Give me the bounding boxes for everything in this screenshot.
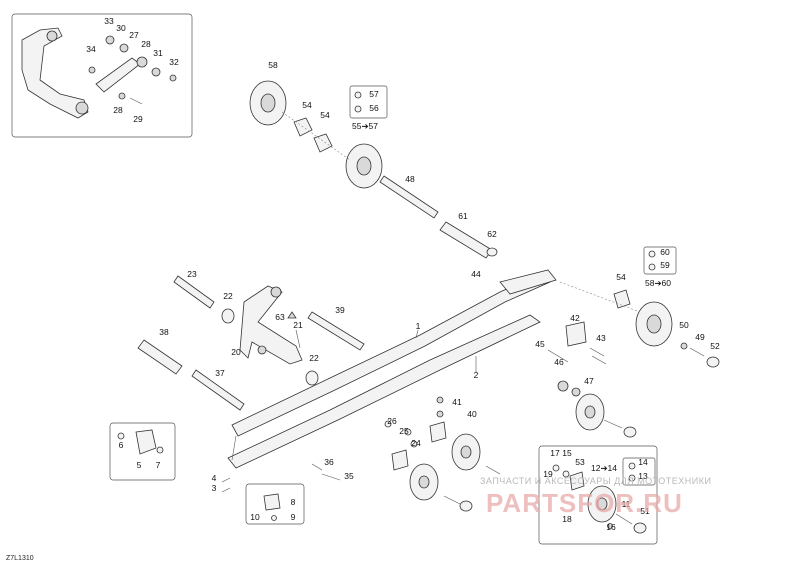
inset-box-bearing-right: [643, 246, 677, 275]
callout-c60: 60: [660, 247, 670, 257]
callout-c17: 17: [550, 448, 560, 458]
watermark-logo: PARTSFOR.RU: [486, 488, 683, 518]
callout-c52: 52: [710, 341, 720, 351]
callout-c24: 24: [411, 438, 421, 448]
callout-c2: 2: [474, 370, 479, 380]
callout-c41: 41: [452, 397, 462, 407]
callout-c57: 57: [369, 89, 379, 99]
callout-c56: 56: [369, 103, 379, 113]
callout-c35: 35: [344, 471, 354, 481]
callout-c3: 3: [212, 483, 217, 493]
watermark-tagline: ЗАПЧАСТИ И АКСЕССУАРЫ ДЛЯ МОТОТЕХНИКИ: [480, 476, 711, 486]
inset-box-wheel-assembly: [538, 445, 658, 545]
callout-c18: 18: [562, 514, 572, 524]
callout-c53: 53: [575, 457, 585, 467]
callout-c43: 43: [596, 333, 606, 343]
callout-c13: 13: [638, 471, 648, 481]
callout-c36: 36: [324, 457, 334, 467]
callout-c47: 47: [584, 376, 594, 386]
callout-c9: 9: [291, 512, 296, 522]
callout-c29: 29: [133, 114, 143, 124]
callout-c5860: 58➔60: [645, 278, 671, 288]
callout-c62: 62: [487, 229, 497, 239]
inset-box-clip: [245, 483, 305, 525]
callout-c23: 23: [187, 269, 197, 279]
linkage-arm-assembly: [21, 27, 177, 119]
callout-c38: 38: [159, 327, 169, 337]
callout-c6: 6: [119, 440, 124, 450]
callout-c54c: 54: [616, 272, 626, 282]
callout-c11: 11: [622, 499, 631, 509]
callout-c59: 59: [660, 260, 670, 270]
callout-c32: 32: [169, 57, 179, 67]
callout-c5: 5: [137, 460, 142, 470]
callout-c28a: 28: [141, 39, 151, 49]
callout-c4: 4: [212, 473, 217, 483]
callout-c21: 21: [293, 320, 303, 330]
callout-c28b: 28: [113, 105, 123, 115]
callout-c63: 63: [275, 312, 285, 322]
callout-c22a: 22: [223, 291, 233, 301]
front-arm-assembly: [137, 275, 365, 411]
callout-c15: 15: [562, 448, 572, 458]
callout-c27: 27: [129, 30, 139, 40]
callout-c8: 8: [291, 497, 296, 507]
middle-wheel-assembly: [384, 393, 637, 512]
callout-c45: 45: [535, 339, 545, 349]
upper-idler-wheel-assembly: [249, 80, 498, 259]
callout-c48: 48: [405, 174, 415, 184]
callout-c39: 39: [335, 305, 345, 315]
callout-c40: 40: [467, 409, 477, 419]
mount-bracket-assembly: [547, 321, 607, 397]
callout-c54b: 54: [320, 110, 330, 120]
callout-c20: 20: [231, 347, 241, 357]
callout-c33: 33: [104, 16, 114, 26]
callout-c19: 19: [543, 469, 553, 479]
callout-labels: 333034272831322829585454575655➔574861624…: [86, 16, 720, 532]
callout-c16: 16: [606, 522, 616, 532]
callout-c46: 46: [554, 357, 564, 367]
rear-idler-wheel-assembly: [559, 250, 720, 368]
callout-c25: 25: [399, 426, 409, 436]
callout-c30: 30: [116, 23, 126, 33]
callout-c37: 37: [215, 368, 225, 378]
lower-wheel-assembly: [552, 462, 647, 534]
callout-c26: 26: [387, 416, 397, 426]
callout-c31: 31: [153, 48, 163, 58]
callout-c49: 49: [695, 332, 705, 342]
callout-c61: 61: [458, 211, 468, 221]
slide-rail-left: [231, 269, 557, 437]
callout-c5557: 55➔57: [352, 121, 378, 131]
callout-c34: 34: [86, 44, 96, 54]
callout-c44: 44: [471, 269, 481, 279]
callout-c7: 7: [156, 460, 161, 470]
callout-c10: 10: [250, 512, 260, 522]
rail-end-bracket: [117, 429, 341, 521]
callout-c51: 51: [640, 506, 650, 516]
callout-c14: 14: [638, 457, 648, 467]
callout-c1: 1: [416, 321, 421, 331]
inset-box-top-left: [11, 13, 193, 138]
inset-box-bearing-bottom: [622, 457, 656, 486]
callout-c1214: 12➔14: [591, 463, 617, 473]
callout-c58a: 58: [268, 60, 278, 70]
callout-c42: 42: [570, 313, 580, 323]
diagram-code: Z7L1310: [6, 555, 34, 562]
inset-box-bearing-top: [349, 85, 388, 119]
inset-box-bracket: [109, 422, 176, 481]
callout-c22b: 22: [309, 353, 319, 363]
slide-rail-right: [227, 314, 541, 469]
callout-c54a: 54: [302, 100, 312, 110]
callout-c50: 50: [679, 320, 689, 330]
